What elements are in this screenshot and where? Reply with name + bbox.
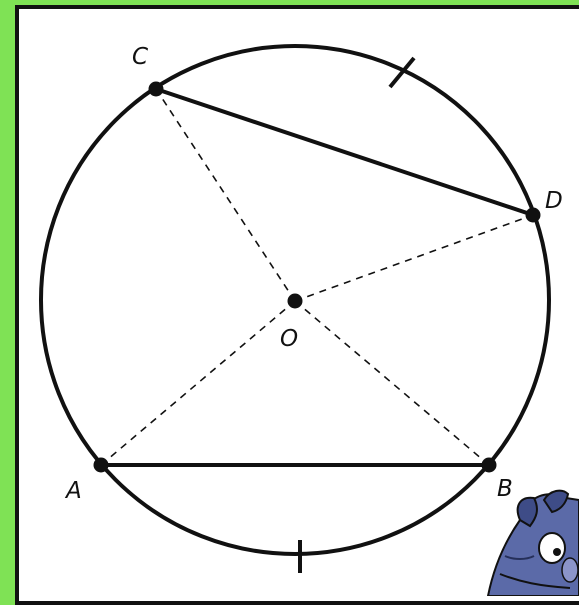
radius-oc bbox=[155, 88, 296, 302]
arc-tick-cd bbox=[388, 56, 416, 89]
label-d: D bbox=[545, 188, 563, 214]
label-c: C bbox=[132, 44, 148, 70]
circle bbox=[39, 44, 551, 556]
point-d bbox=[525, 207, 541, 223]
label-o: O bbox=[280, 326, 298, 352]
point-b bbox=[481, 457, 497, 473]
point-a bbox=[93, 457, 109, 473]
point-c bbox=[148, 81, 164, 97]
radius-ob bbox=[294, 300, 490, 466]
label-a: A bbox=[64, 478, 82, 504]
label-b: B bbox=[497, 476, 513, 502]
radius-oa bbox=[100, 300, 296, 466]
point-o bbox=[287, 293, 303, 309]
radius-od bbox=[294, 214, 534, 302]
chord-cd bbox=[155, 87, 534, 217]
eeyore-donkey-icon bbox=[486, 489, 579, 596]
